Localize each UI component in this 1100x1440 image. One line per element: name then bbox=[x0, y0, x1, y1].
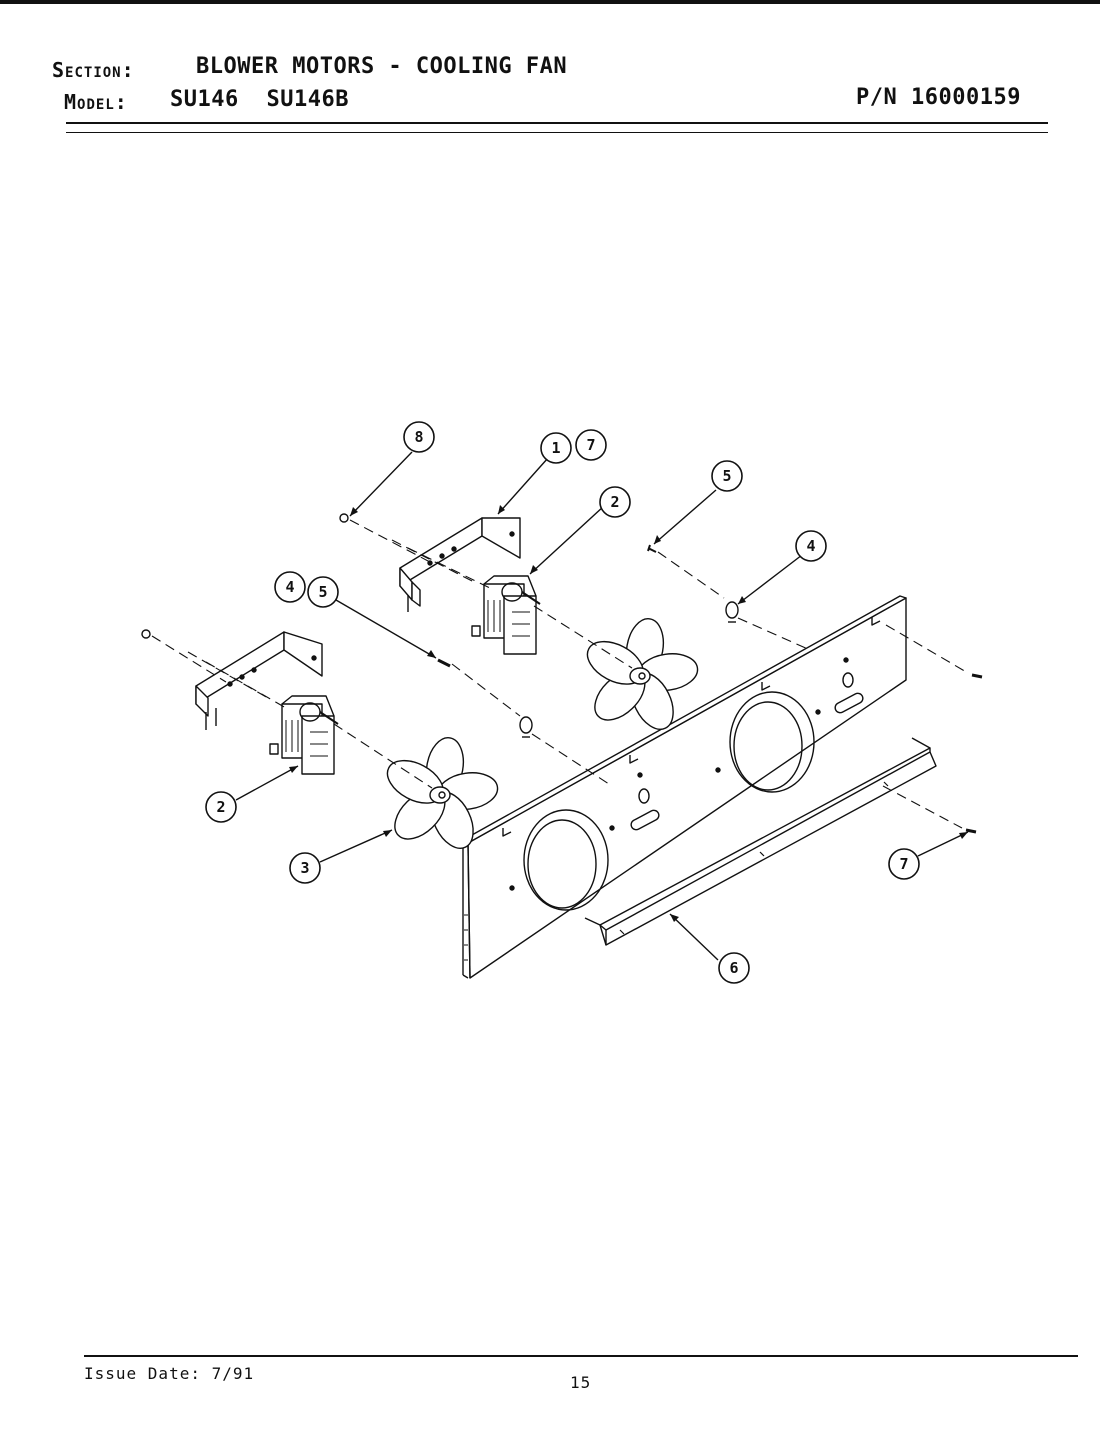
callout-7a-circle bbox=[575, 429, 607, 461]
callout-1-circle bbox=[540, 432, 572, 464]
callout-3: 3 bbox=[300, 859, 309, 877]
callout-leaders bbox=[235, 451, 969, 961]
callout-4-lower: 4 bbox=[285, 578, 294, 596]
lower-motor-bracket bbox=[195, 631, 323, 730]
callout-7-lower: 7 bbox=[899, 855, 908, 873]
callout-7-upper: 7 bbox=[586, 436, 595, 454]
upper-blower-motor bbox=[471, 575, 541, 655]
callout-4a-circle bbox=[795, 530, 827, 562]
callout-6: 6 bbox=[729, 959, 738, 977]
callout-2b-circle bbox=[205, 791, 237, 823]
page-number: 15 bbox=[570, 1373, 592, 1392]
callout-8-circle bbox=[403, 421, 435, 453]
model-label: Model: bbox=[64, 90, 128, 114]
top-border bbox=[0, 0, 1100, 4]
back-panel bbox=[462, 595, 907, 979]
callout-3-circle bbox=[289, 852, 321, 884]
callout-2-upper: 2 bbox=[610, 493, 619, 511]
callout-2-lower: 2 bbox=[216, 798, 225, 816]
callout-5b-circle bbox=[307, 576, 339, 608]
header-rule-thick bbox=[66, 122, 1048, 124]
lower-fan-blade bbox=[386, 737, 499, 849]
callout-4-upper: 4 bbox=[806, 537, 815, 555]
hardware-fasteners bbox=[141, 513, 983, 834]
callout-5-lower: 5 bbox=[318, 583, 327, 601]
header-rule-thin bbox=[66, 132, 1048, 133]
section-title: BLOWER MOTORS - COOLING FAN bbox=[196, 54, 568, 79]
upper-fan-blade bbox=[586, 618, 699, 730]
callout-8: 8 bbox=[414, 428, 423, 446]
upper-motor-bracket bbox=[399, 517, 521, 612]
callout-arrowheads bbox=[289, 505, 968, 922]
issue-date: Issue Date: 7/91 bbox=[84, 1364, 255, 1383]
callout-5-upper: 5 bbox=[722, 467, 731, 485]
callout-6-circle bbox=[718, 952, 750, 984]
callout-5a-circle bbox=[711, 460, 743, 492]
callout-2a-circle bbox=[599, 486, 631, 518]
assembly-dash-lines bbox=[151, 519, 969, 829]
callout-4b-circle bbox=[274, 571, 306, 603]
callout-1: 1 bbox=[551, 439, 560, 457]
bottom-channel bbox=[584, 737, 937, 946]
part-number: P/N 16000159 bbox=[856, 85, 1021, 110]
lower-blower-motor bbox=[269, 695, 339, 775]
footer-rule bbox=[84, 1355, 1078, 1357]
callout-7b-circle bbox=[888, 848, 920, 880]
model-numbers: SU146 SU146B bbox=[170, 87, 349, 112]
section-label: Section: bbox=[52, 58, 135, 82]
